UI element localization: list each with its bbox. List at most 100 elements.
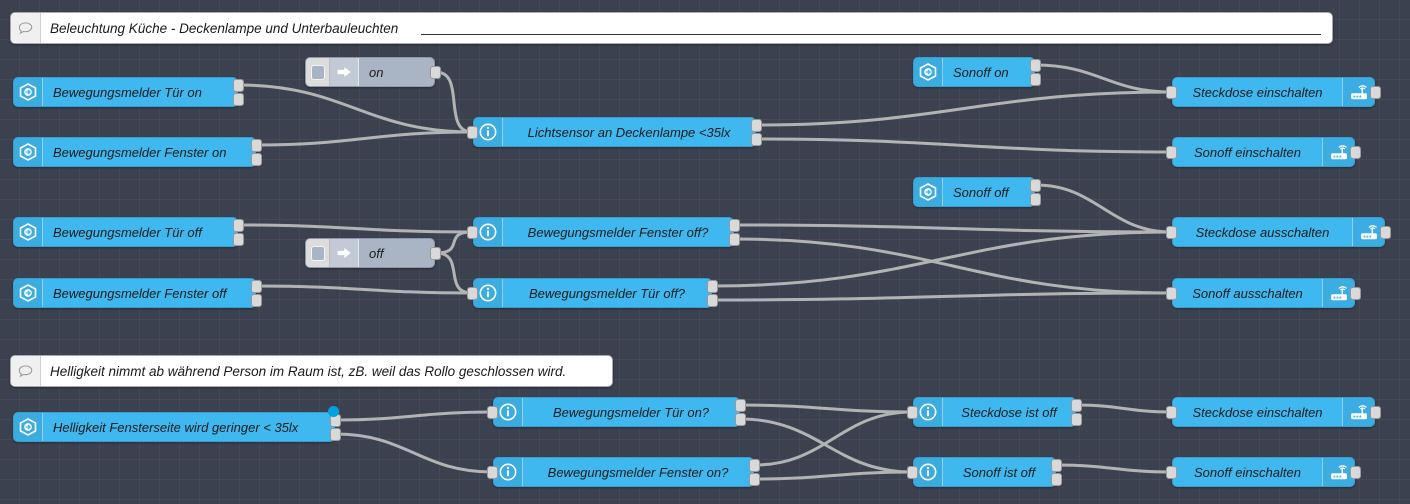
flow-node-n13[interactable]: Sonoff off xyxy=(913,177,1041,207)
node-output-port[interactable] xyxy=(1370,85,1381,99)
node-output-port[interactable] xyxy=(707,294,718,307)
wire[interactable] xyxy=(1034,183,1173,234)
wire[interactable] xyxy=(334,432,494,474)
flow-node-n16[interactable]: Helligkeit Fensterseite wird geringer < … xyxy=(13,406,341,442)
node-output-port[interactable] xyxy=(729,233,740,246)
node-output-port[interactable] xyxy=(1071,399,1082,412)
flow-node-n3[interactable]: Bewegungsmelder Fenster on xyxy=(13,137,262,167)
node-output-port[interactable] xyxy=(749,473,760,486)
node-output-port[interactable] xyxy=(430,65,441,79)
wire[interactable] xyxy=(711,230,1173,288)
node-output-port[interactable] xyxy=(1071,413,1082,426)
node-output-port[interactable] xyxy=(1350,465,1361,479)
flow-node-n21[interactable]: Steckdose einschalten xyxy=(1166,397,1381,427)
node-output-port[interactable] xyxy=(751,133,762,146)
node-input-port[interactable] xyxy=(907,405,918,419)
node-output-port[interactable] xyxy=(1030,73,1041,86)
flow-node-n20[interactable]: Sonoff ist off xyxy=(907,457,1062,487)
node-input-port[interactable] xyxy=(907,465,918,479)
wire[interactable] xyxy=(434,70,474,134)
flow-node-n6[interactable]: Steckdose einschalten xyxy=(1166,77,1381,107)
node-input-port[interactable] xyxy=(1166,465,1177,479)
node-input-port[interactable] xyxy=(467,286,478,300)
node-output-port[interactable] xyxy=(1051,459,1062,472)
node-output-port[interactable] xyxy=(735,399,746,412)
flow-node-n2[interactable]: on xyxy=(305,57,441,87)
node-output-port[interactable] xyxy=(1030,59,1041,72)
wire[interactable] xyxy=(739,417,914,474)
node-input-port[interactable] xyxy=(487,405,498,419)
node-output-port[interactable] xyxy=(251,139,262,152)
flow-node-n18[interactable]: Bewegungsmelder Fenster on? xyxy=(487,457,760,487)
node-output-port[interactable] xyxy=(707,280,718,293)
flow-node-n14[interactable]: Steckdose ausschalten xyxy=(1166,217,1391,247)
comment-node[interactable]: Helligkeit nimmt ab während Person im Ra… xyxy=(10,355,613,387)
node-output-port[interactable] xyxy=(1030,193,1041,206)
wire[interactable] xyxy=(733,237,1173,295)
router-wifi-icon xyxy=(1342,78,1374,106)
node-output-port[interactable] xyxy=(233,93,244,106)
node-output-port[interactable] xyxy=(1030,179,1041,192)
node-output-port[interactable] xyxy=(251,280,262,293)
wire[interactable] xyxy=(739,403,914,414)
flow-node-n17[interactable]: Bewegungsmelder Tür on? xyxy=(487,397,746,427)
comment-text: Helligkeit nimmt ab während Person im Ra… xyxy=(50,363,567,379)
wire[interactable] xyxy=(753,470,914,481)
node-input-port[interactable] xyxy=(467,125,478,139)
node-output-port[interactable] xyxy=(251,294,262,307)
wire[interactable] xyxy=(733,223,1173,234)
node-output-port[interactable] xyxy=(233,79,244,92)
node-input-port[interactable] xyxy=(1166,225,1177,239)
node-output-port[interactable] xyxy=(735,413,746,426)
flow-node-n5[interactable]: Sonoff on xyxy=(913,57,1041,87)
node-output-port[interactable] xyxy=(1380,225,1391,239)
node-output-port[interactable] xyxy=(330,428,341,441)
node-output-port[interactable] xyxy=(233,233,244,246)
node-input-port[interactable] xyxy=(1166,405,1177,419)
wire[interactable] xyxy=(434,251,474,295)
node-output-port[interactable] xyxy=(430,246,441,260)
node-output-port[interactable] xyxy=(749,459,760,472)
inject-trigger-button[interactable] xyxy=(306,239,330,267)
node-output-port[interactable] xyxy=(1370,405,1381,419)
flow-node-n12[interactable]: Bewegungsmelder Tür off? xyxy=(467,278,718,308)
node-output-port[interactable] xyxy=(1051,473,1062,486)
wire[interactable] xyxy=(237,223,474,234)
flow-node-n7[interactable]: Sonoff einschalten xyxy=(1166,137,1361,167)
node-input-port[interactable] xyxy=(1166,145,1177,159)
flow-node-n15[interactable]: Sonoff ausschalten xyxy=(1166,278,1361,308)
wire[interactable] xyxy=(755,137,1173,154)
node-input-port[interactable] xyxy=(1166,286,1177,300)
flow-node-n10[interactable]: Bewegungsmelder Fenster off xyxy=(13,278,262,308)
flow-node-n19[interactable]: Steckdose ist off xyxy=(907,397,1082,427)
node-output-port[interactable] xyxy=(251,153,262,166)
inject-trigger-button[interactable] xyxy=(306,58,330,86)
wire[interactable] xyxy=(711,291,1173,302)
node-output-port[interactable] xyxy=(1350,286,1361,300)
flow-node-n11[interactable]: Bewegungsmelder Fenster off? xyxy=(467,217,740,247)
node-output-port[interactable] xyxy=(729,219,740,232)
wire[interactable] xyxy=(1055,463,1173,474)
wire[interactable] xyxy=(1034,63,1173,94)
wire[interactable] xyxy=(753,410,914,467)
node-output-port[interactable] xyxy=(233,219,244,232)
node-output-port[interactable] xyxy=(751,119,762,132)
wire[interactable] xyxy=(255,284,474,295)
node-output-port[interactable] xyxy=(1350,145,1361,159)
node-input-port[interactable] xyxy=(487,465,498,479)
flow-node-n8[interactable]: Bewegungsmelder Tür off xyxy=(13,217,244,247)
router-wifi-icon xyxy=(1342,398,1374,426)
comment-node[interactable]: Beleuchtung Küche - Deckenlampe und Unte… xyxy=(10,12,1333,44)
wire[interactable] xyxy=(334,410,494,422)
flow-node-n1[interactable]: Bewegungsmelder Tür on xyxy=(13,77,244,107)
node-input-port[interactable] xyxy=(467,225,478,239)
node-input-port[interactable] xyxy=(1166,85,1177,99)
flow-node-n4[interactable]: Lichtsensor an Deckenlampe <35lx xyxy=(467,117,762,147)
flow-node-n9[interactable]: off xyxy=(305,238,441,268)
wire[interactable] xyxy=(237,83,474,134)
wire[interactable] xyxy=(755,90,1173,127)
flow-node-n22[interactable]: Sonoff einschalten xyxy=(1166,457,1361,487)
wire[interactable] xyxy=(255,130,474,147)
wire[interactable] xyxy=(1075,403,1173,414)
